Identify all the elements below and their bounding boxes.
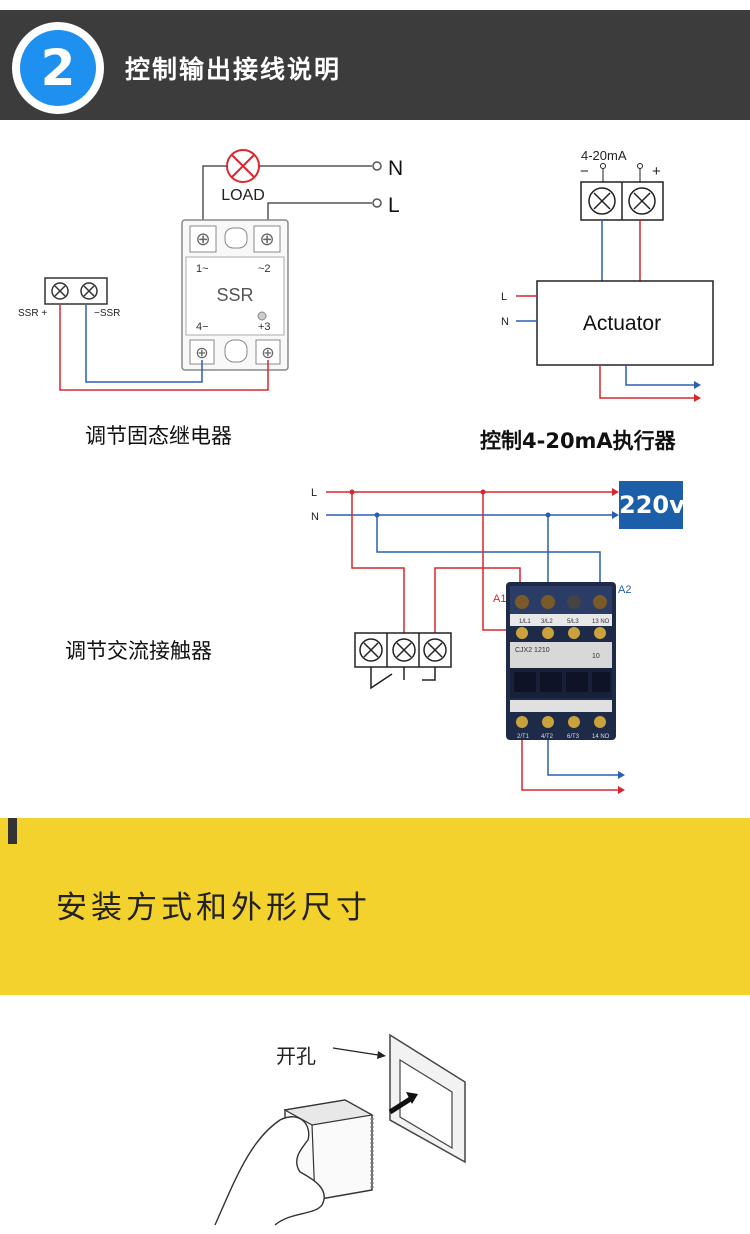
voltage-badge: 220v xyxy=(619,481,685,529)
a1-label: A1 xyxy=(493,593,506,605)
ssr-label: SSR xyxy=(216,285,253,305)
hand-icon xyxy=(214,1116,325,1226)
contactor-caption: 调节交流接触器 xyxy=(65,639,212,663)
l-label: L xyxy=(388,194,400,217)
svg-text:6/T3: 6/T3 xyxy=(567,734,580,740)
svg-text:13 NO: 13 NO xyxy=(592,619,610,625)
svg-text:⊕: ⊕ xyxy=(259,229,274,250)
ssr-caption: 调节固态继电器 xyxy=(85,424,232,448)
svg-text:⊕: ⊕ xyxy=(195,229,210,250)
step-number: 2 xyxy=(20,30,96,106)
actuator-box xyxy=(536,280,714,366)
actuator-diagram: 4-20mA − + Actuator L N xyxy=(501,148,714,402)
terminal-2: ~2 xyxy=(258,263,271,275)
con-n-label: N xyxy=(311,511,319,523)
install-section-band xyxy=(0,818,750,995)
svg-text:5/L3: 5/L3 xyxy=(567,619,579,625)
svg-text:4/T2: 4/T2 xyxy=(541,734,554,740)
svg-text:⊕: ⊕ xyxy=(261,343,274,362)
a2-label: A2 xyxy=(618,584,631,596)
act-n-label: N xyxy=(501,316,509,328)
svg-text:1/L1: 1/L1 xyxy=(519,619,531,625)
ssr-minus-label: −SSR xyxy=(94,308,120,319)
hole-label: 开孔 xyxy=(276,1044,316,1068)
range-label: 4-20mA xyxy=(581,148,627,163)
section-header xyxy=(0,10,750,120)
terminal-4: 4− xyxy=(196,321,209,333)
minus-label: − xyxy=(580,163,589,180)
ssr-red-wire xyxy=(59,305,269,391)
actuator-caption: 控制4-20mA执行器 xyxy=(480,429,676,453)
terminal-3: +3 xyxy=(258,321,271,333)
svg-text:3/L2: 3/L2 xyxy=(541,619,553,625)
install-section-title: 安装方式和外形尺寸 xyxy=(56,890,371,926)
svg-text:2/T1: 2/T1 xyxy=(517,734,530,740)
load-label: LOAD xyxy=(221,187,265,204)
act-l-label: L xyxy=(501,291,507,303)
actuator-label: Actuator xyxy=(583,312,661,335)
ssr-diagram: LOAD N L ⊕ ⊕ 1~ ~2 SSR 4− +3 ⊕ ⊕ SSR + xyxy=(18,149,403,391)
contactor-code: 10 xyxy=(592,653,600,660)
install-illustration xyxy=(214,1033,466,1226)
svg-text:14 NO: 14 NO xyxy=(592,734,610,740)
terminal-1: 1~ xyxy=(196,263,209,275)
contactor-diagram: L N A1 A2 xyxy=(311,487,631,794)
section-title: 控制输出接线说明 xyxy=(125,55,342,84)
con-l-label: L xyxy=(311,487,317,499)
contactor-model: CJX2 1210 xyxy=(515,647,550,654)
n-label: N xyxy=(388,157,403,180)
section-marker xyxy=(8,818,17,844)
plus-label: + xyxy=(652,163,661,180)
wiring-diagram: LOAD N L ⊕ ⊕ 1~ ~2 SSR 4− +3 ⊕ ⊕ SSR + xyxy=(18,148,714,794)
svg-text:⊕: ⊕ xyxy=(195,343,208,362)
ssr-blue-wire xyxy=(85,305,203,383)
ssr-plus-label: SSR + xyxy=(18,308,47,319)
